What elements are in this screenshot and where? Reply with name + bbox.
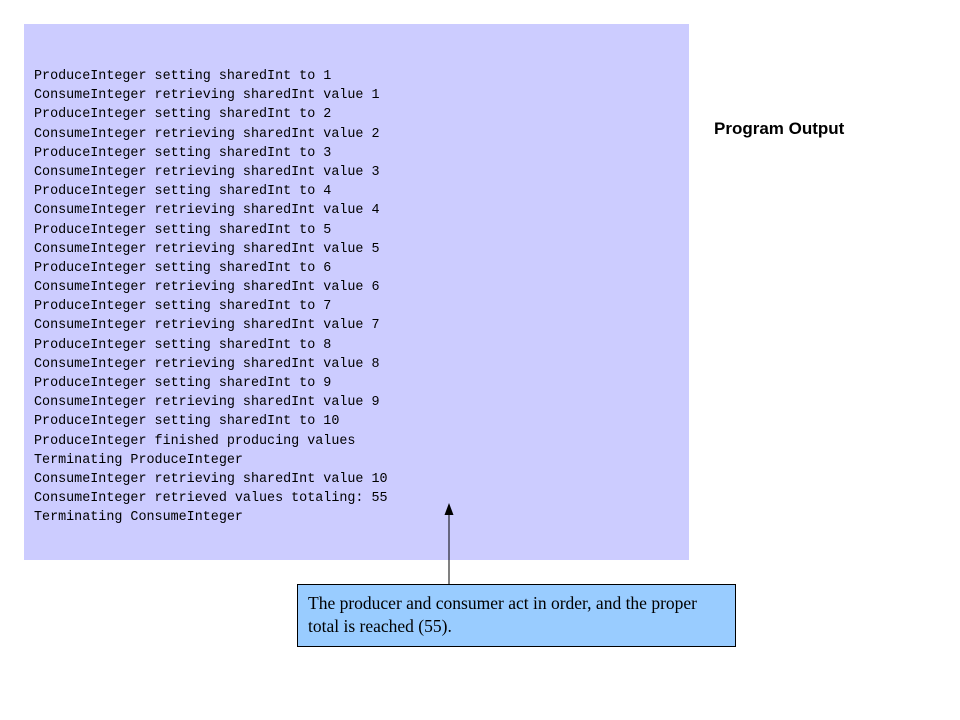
output-line: ProduceInteger setting sharedInt to 5: [34, 222, 332, 238]
output-line: ConsumeInteger retrieving sharedInt valu…: [34, 164, 380, 180]
output-line: ProduceInteger setting sharedInt to 1: [34, 69, 332, 84]
callout-box: The producer and consumer act in order, …: [297, 584, 736, 647]
output-line: ConsumeInteger retrieving sharedInt valu…: [34, 88, 380, 104]
output-line: Terminating ConsumeInteger: [34, 510, 243, 526]
output-line: ProduceInteger setting sharedInt to 3: [34, 145, 332, 161]
output-line: ProduceInteger setting sharedInt to 10: [34, 414, 340, 430]
output-line: ConsumeInteger retrieving sharedInt valu…: [34, 471, 388, 487]
output-line: ConsumeInteger retrieving sharedInt valu…: [34, 318, 380, 334]
output-line: ProduceInteger setting sharedInt to 4: [34, 184, 332, 200]
output-line: Terminating ProduceInteger: [34, 452, 243, 468]
output-line: ConsumeInteger retrieving sharedInt valu…: [34, 395, 380, 411]
output-line: ProduceInteger setting sharedInt to 8: [34, 337, 332, 353]
output-line: ProduceInteger setting sharedInt to 9: [34, 376, 332, 391]
program-output-panel: ProduceInteger setting sharedInt to 1 Con…: [24, 24, 689, 560]
output-line: ConsumeInteger retrieving sharedInt valu…: [34, 203, 380, 219]
output-line: ProduceInteger setting sharedInt to 2: [34, 107, 332, 123]
output-line: ConsumeInteger retrieving sharedInt valu…: [34, 280, 380, 296]
output-line: ConsumeInteger retrieving sharedInt valu…: [34, 241, 380, 257]
program-output-lines: ProduceInteger setting sharedInt to 1 Con…: [34, 67, 388, 528]
output-line: ConsumeInteger retrieving sharedInt valu…: [34, 126, 380, 142]
output-line: ProduceInteger setting sharedInt to 7: [34, 299, 332, 315]
callout-text: The producer and consumer act in order, …: [308, 593, 697, 636]
program-output-label: Program Output: [714, 119, 845, 138]
output-line: ConsumeInteger retrieved values totaling…: [34, 491, 388, 507]
output-line: ProduceInteger setting sharedInt to 6: [34, 260, 332, 276]
output-line: ProduceInteger finished producing values: [34, 433, 356, 449]
output-line: ConsumeInteger retrieving sharedInt valu…: [34, 356, 380, 372]
